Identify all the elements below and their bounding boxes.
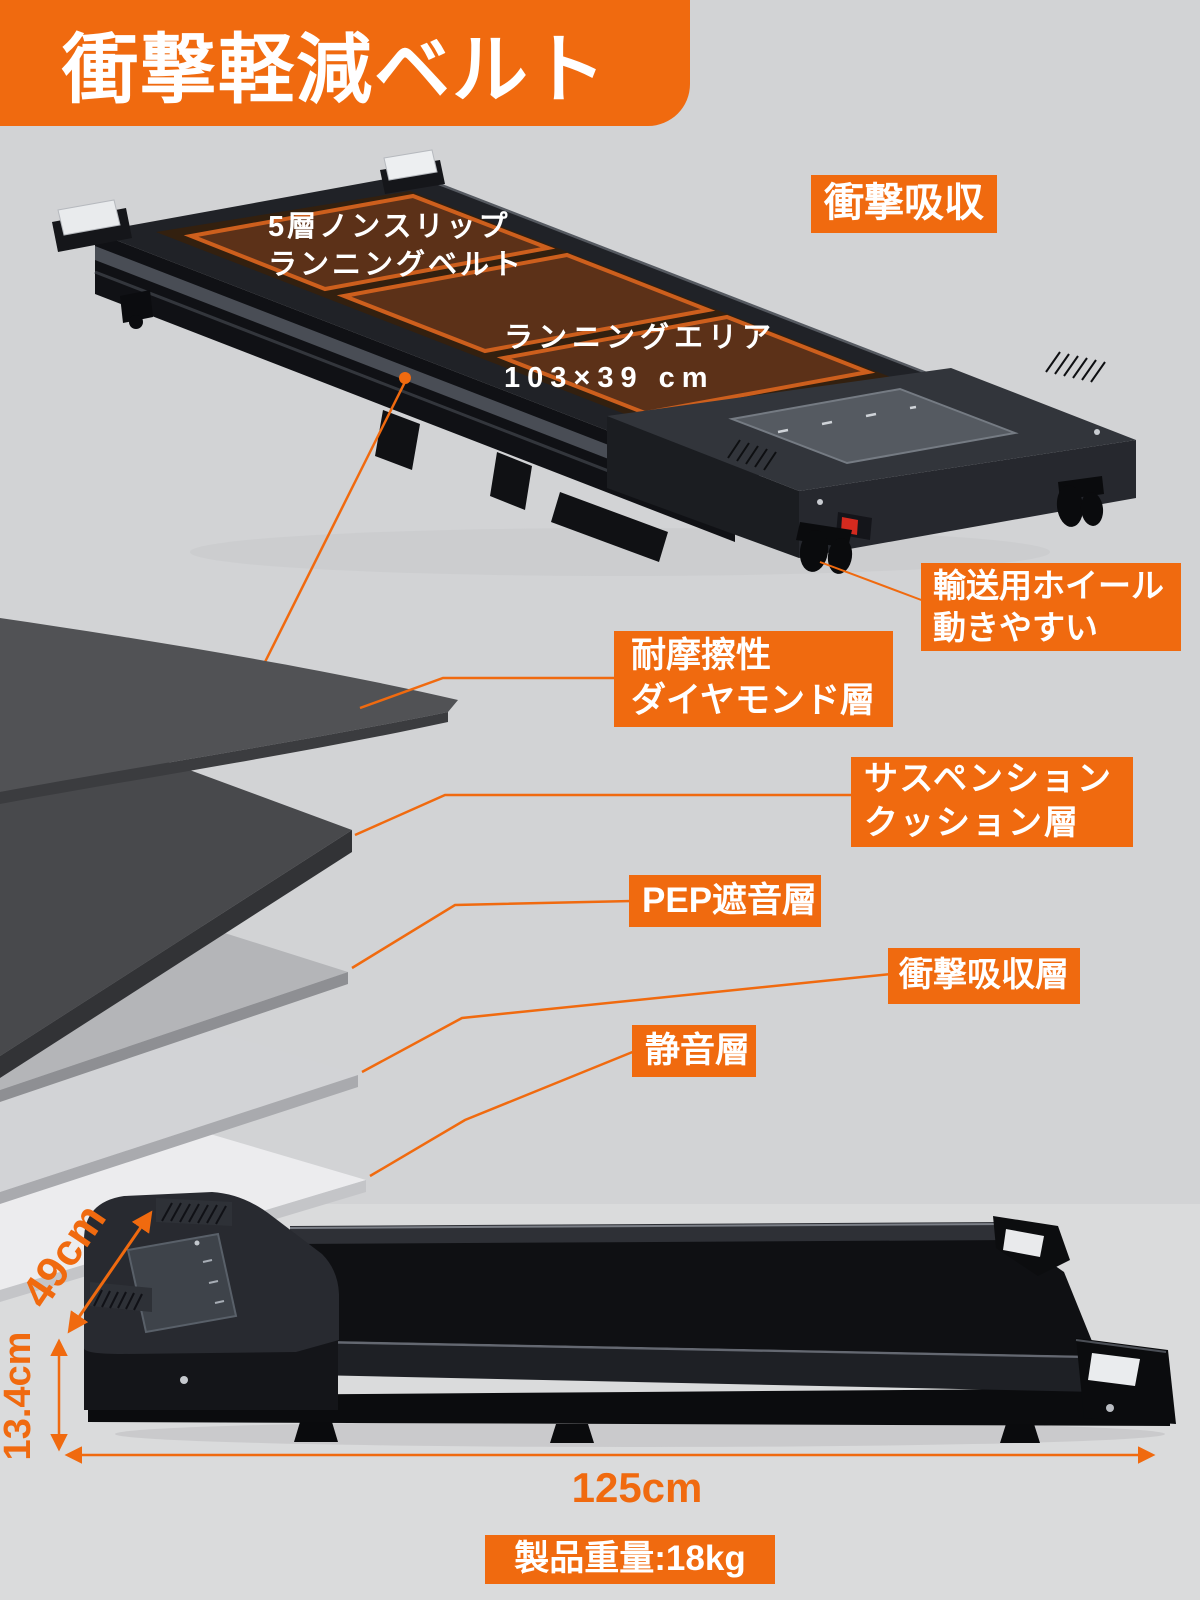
end-cap-far [383,149,438,181]
left-foot-pad [129,315,143,329]
display-marks [777,405,917,434]
near-end-cap [1088,1353,1140,1386]
treadmill-side-photo [84,1192,1176,1447]
belt-caption-line2: ランニングベルト [268,249,525,281]
screw [1094,429,1100,435]
treadmill-top-photo [52,149,1136,576]
far-end-cap [1003,1229,1044,1257]
weight-text: 製品重量:18kg [514,1539,746,1579]
banner-title: 衝撃軽減ベルト [0,0,690,126]
layer-pep-edge [0,972,348,1102]
running-area-caption: ランニングエリア 103×39 cm [504,318,776,398]
display-marks [202,1259,225,1304]
near-rail-highlight [265,1339,1097,1359]
screw [180,1376,188,1384]
console-front [607,416,799,558]
badge-text: 衝撃吸収 [824,181,984,226]
belt-caption-line1: 5層ノンスリップ [268,211,511,243]
area-caption-line2: 103×39 cm [504,362,715,394]
left-foot [120,290,153,323]
layer4-line1: 衝撃吸収層 [899,956,1069,995]
layer-label-quiet: 静音層 [632,1025,756,1077]
width-arrow [67,1210,153,1334]
area-caption-line1: ランニングエリア [504,322,777,354]
belt-panels [183,193,876,416]
layer-suspension-edge [0,830,352,1078]
feet [294,1422,1040,1443]
layer-shock-edge [0,1075,358,1204]
base-band [88,1388,1170,1426]
belt-surface [286,1236,1098,1356]
height-dimension: 13.4cm [0,1332,39,1461]
console-display [728,387,1019,465]
product-weight-badge: 製品重量:18kg [485,1535,775,1584]
layer3-line1: PEP遮音層 [642,880,818,920]
layer-label-pep: PEP遮音層 [629,875,821,927]
leader-dot [399,372,411,384]
leader-line-wheel [819,561,925,602]
length-dimension: 125cm [572,1464,703,1511]
layer-label-suspension: サスペンション クッション層 [851,757,1133,847]
layer1-line2: ダイヤモンド層 [631,681,875,720]
wheel-label-line2: 動きやすい [933,609,1098,646]
leader-line-belt [236,381,407,717]
display-dot [194,1240,200,1246]
bracket-highlight [1075,1339,1167,1353]
layer-label-shock: 衝撃吸収層 [888,948,1080,1004]
layer2-line1: サスペンション [864,760,1113,799]
under-brackets [375,410,668,562]
end-cap-near [57,199,121,236]
console-display [126,1232,238,1334]
wheel-label-line1: 輸送用ホイール [933,566,1164,604]
speaker-grille-near [727,439,777,471]
shock-absorption-badge: 衝撃吸収 [811,175,997,233]
layer1-line1: 耐摩擦性 [631,636,772,676]
far-rail-highlight [289,1223,1011,1229]
speaker-grille-far [1045,351,1106,383]
layer-label-diamond: 耐摩擦性 ダイヤモンド層 [614,631,893,727]
layer-suspension [0,700,352,1056]
layer2-line2: クッション層 [864,804,1080,842]
grille-top-lines [161,1202,227,1225]
layer-diamond-edge [0,712,448,804]
console-right [799,440,1136,558]
transport-wheel-label: 輸送用ホイール 動きやすい [921,563,1181,651]
transport-wheels [796,476,1104,574]
layer-leaders [351,676,892,1178]
layer-diamond [0,618,458,792]
layer5-line1: 静音層 [645,1030,751,1070]
screw [817,499,823,505]
screw [1106,1404,1114,1412]
belt-caption: 5層ノンスリップ ランニングベルト [268,208,524,284]
side-rail-strip [95,246,735,508]
shadow [115,1421,1165,1447]
